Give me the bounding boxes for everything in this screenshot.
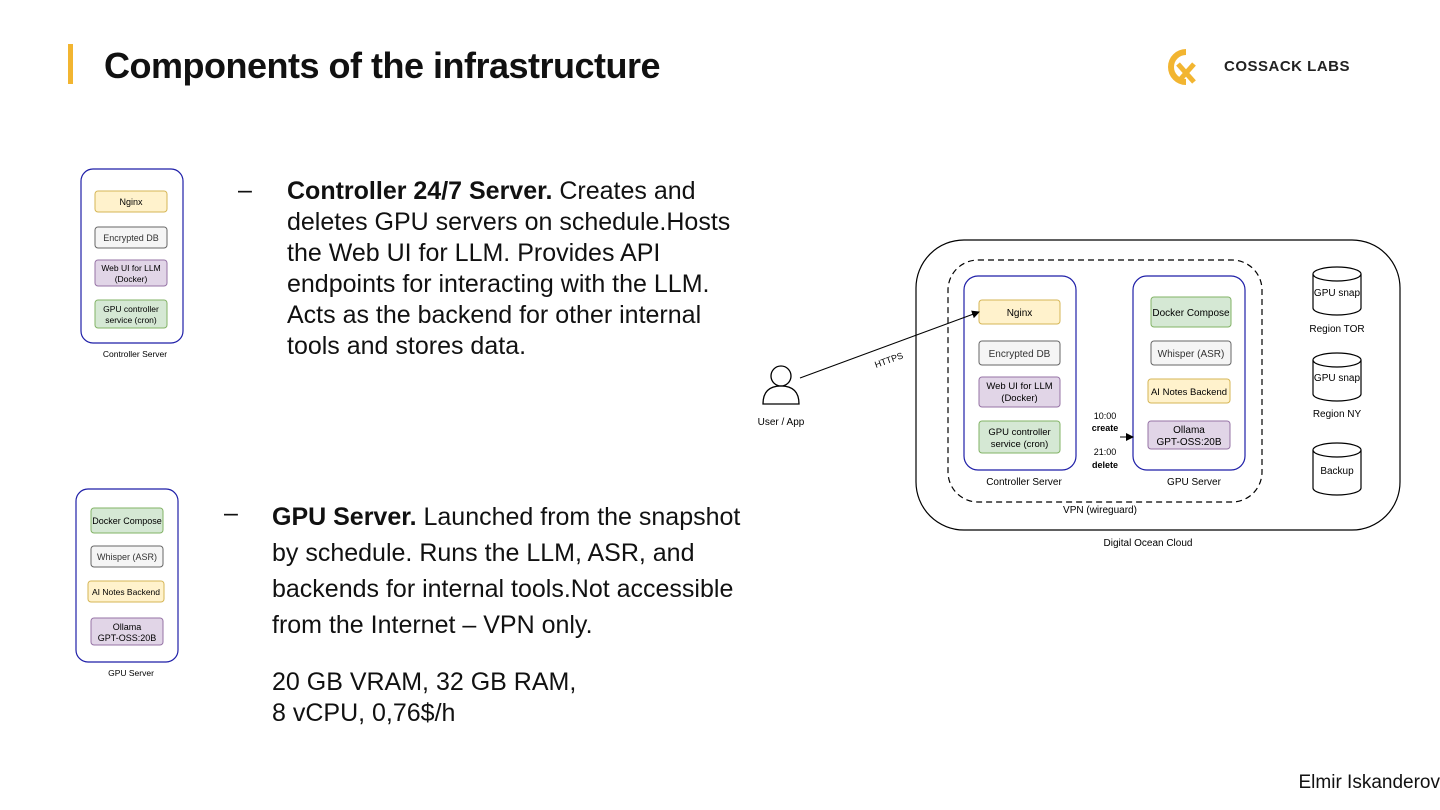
docker-compose-box [90,507,164,534]
controller-server-mini-diagram: Nginx Encrypted DB Web UI for LLM (Docke… [80,168,184,359]
notes-backend-label: AI Notes Backend [1151,387,1227,398]
gpu-server-mini-diagram: Docker Compose Whisper (ASR) AI Notes Ba… [75,488,179,678]
nginx-box [94,190,168,213]
docker-compose-label: Docker Compose [1152,308,1230,319]
logo-text: COSSACK LABS [1224,58,1351,75]
gpu-description: GPU Server. Launched from the snapshot b… [272,499,772,643]
web-ui-label-1: Web UI for LLM [986,381,1052,392]
notes-backend-box [1147,378,1231,404]
controller-line: Creates and [559,177,696,205]
docker-compose-label: Docker Compose [92,516,162,526]
controller-heading: Controller 24/7 Server. [287,177,553,205]
region-ny-caption: Region NY [1313,409,1362,420]
ollama-label-1: Ollama [1173,425,1205,436]
snapshot-ny-label: GPU snap [1314,373,1361,384]
web-ui-label-1: Web UI for LLM [101,263,160,273]
controller-description: Controller 24/7 Server. Creates and dele… [287,176,757,362]
controller-line: the Web UI for LLM. Provides API [287,239,661,267]
controller-server-frame [963,275,1077,471]
create-label: create [1092,423,1119,433]
bullet-dash: – [238,176,252,204]
gpu-controller-label-2: service (cron) [991,439,1049,450]
ollama-label-2: GPT-OSS:20B [1156,437,1221,448]
encrypted-db-label: Encrypted DB [103,233,159,243]
https-arrow [799,310,980,379]
company-logo: COSSACK LABS [1156,44,1356,88]
whisper-label: Whisper (ASR) [1158,349,1225,360]
encrypted-db-box [94,226,168,249]
controller-line: Acts as the backend for other internal [287,301,702,329]
gpu-snapshot-tor-icon [1312,266,1362,316]
gpu-server-frame [1132,275,1246,471]
delete-time-label: 21:00 [1094,447,1117,457]
cloud-caption: Digital Ocean Cloud [1104,538,1193,549]
vpn-frame [947,259,1263,503]
web-ui-label-2: (Docker) [1001,393,1037,404]
docker-compose-box [1150,296,1232,328]
user-icon [762,365,800,405]
spec-line: 8 vCPU, 0,76$/h [272,699,456,727]
vpn-caption: VPN (wireguard) [1063,505,1137,516]
gpu-line: Launched from the snapshot [423,503,741,531]
backup-database-icon [1312,442,1362,496]
nginx-label: Nginx [119,197,143,207]
gpu-controller-box [94,299,168,329]
controller-server-frame [80,168,184,344]
backup-label: Backup [1320,466,1354,477]
ollama-label-2: GPT-OSS:20B [98,633,157,643]
notes-backend-label: AI Notes Backend [92,587,160,597]
gpu-controller-box [978,420,1061,454]
web-ui-box [978,376,1061,408]
controller-line: tools and stores data. [287,332,527,360]
region-tor-caption: Region TOR [1309,324,1364,335]
gpu-controller-label-1: GPU controller [103,304,159,314]
gpu-heading: GPU Server. [272,503,417,531]
cossack-logo-icon [1168,49,1196,85]
notes-backend-box [87,580,165,603]
whisper-box [1150,340,1232,366]
gpu-line: by schedule. Runs the LLM, ASR, and [272,539,695,567]
ollama-box [1147,420,1231,450]
https-label: HTTPS [873,350,904,369]
create-time-label: 10:00 [1094,411,1117,421]
bullet-dash: – [224,499,238,527]
gpu-line: backends for internal tools.Not accessib… [272,575,734,603]
user-caption: User / App [758,417,805,428]
gpu-controller-label-2: service (cron) [105,315,157,325]
web-ui-box [94,259,168,287]
gpu-controller-label-1: GPU controller [988,427,1050,438]
web-ui-label-2: (Docker) [115,274,148,284]
encrypted-db-box [978,340,1061,366]
whisper-label: Whisper (ASR) [97,552,157,562]
whisper-box [90,545,164,568]
title-accent-bar [68,44,73,84]
ollama-box [90,617,164,646]
spec-line: 20 GB VRAM, 32 GB RAM, [272,668,577,696]
page-title: Components of the infrastructure [104,45,661,86]
gpu-specs: 20 GB VRAM, 32 GB RAM, 8 vCPU, 0,76$/h [272,667,576,729]
controller-server-caption: Controller Server [986,477,1062,488]
presenter-name: Elmir Iskanderov [1298,772,1440,793]
encrypted-db-label: Encrypted DB [989,349,1051,360]
gpu-server-caption: GPU Server [1167,477,1222,488]
nginx-label: Nginx [1007,308,1033,319]
cloud-frame [915,239,1401,531]
ollama-label-1: Ollama [113,622,142,632]
architecture-diagram: Nginx Encrypted DB Web UI for LLM (Docke… [758,239,1401,549]
delete-label: delete [1092,460,1118,470]
controller-server-caption: Controller Server [103,349,167,359]
controller-line: deletes GPU servers on schedule.Hosts [287,208,731,236]
gpu-server-frame [75,488,179,663]
gpu-server-caption: GPU Server [108,668,154,678]
snapshot-tor-label: GPU snap [1314,288,1361,299]
gpu-line: from the Internet – VPN only. [272,611,593,639]
controller-line: endpoints for interacting with the LLM. [287,270,710,298]
gpu-snapshot-ny-icon [1312,352,1362,402]
